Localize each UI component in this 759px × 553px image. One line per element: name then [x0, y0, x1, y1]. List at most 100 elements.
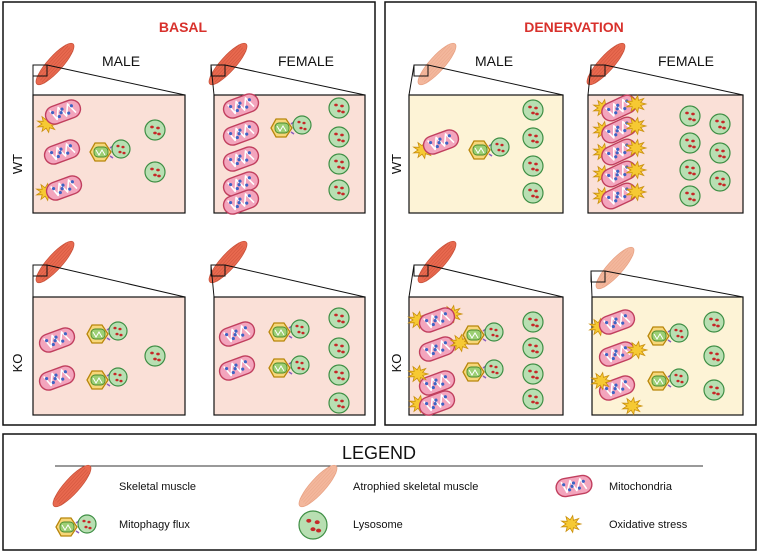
denervation-title: DENERVATION	[524, 19, 624, 35]
lysosome	[522, 363, 544, 385]
basal-wt-female-muscle	[208, 42, 248, 86]
legend-oxidative-stress-icon	[560, 514, 583, 534]
lysosome	[522, 99, 544, 121]
mitochondrion	[418, 307, 456, 333]
mitophagy-flux	[647, 323, 689, 346]
legend-atrophied-muscle-icon	[298, 464, 338, 508]
denervation-ko-label: KO	[389, 354, 404, 373]
lysosome	[679, 159, 701, 181]
legend-atrophied-muscle-label: Atrophied skeletal muscle	[353, 481, 478, 493]
lysosome	[709, 142, 731, 164]
basal-ko-female-muscle	[208, 240, 248, 284]
mitophagy-flux	[86, 367, 128, 390]
oxidative-stress-icon	[625, 138, 648, 158]
denervation-ko-male-muscle	[417, 240, 457, 284]
mitochondrion	[422, 129, 460, 155]
lysosome	[328, 126, 350, 148]
mitochondrion	[222, 189, 260, 215]
lysosome	[522, 337, 544, 359]
legend-skeletal-muscle-label: Skeletal muscle	[119, 481, 196, 493]
mitochondrion	[45, 175, 83, 201]
basal-wt-label: WT	[10, 154, 25, 174]
lysosome	[144, 119, 166, 141]
lysosome	[328, 307, 350, 329]
oxidative-stress-icon	[621, 396, 644, 416]
mitophagy-flux	[647, 368, 689, 391]
denervation-panel	[384, 1, 757, 426]
denervation-female-label: FEMALE	[658, 53, 714, 69]
mitochondrion	[218, 355, 256, 381]
mitochondrion	[418, 390, 456, 416]
mitochondrion	[418, 336, 456, 362]
lysosome	[679, 132, 701, 154]
lysosome	[709, 113, 731, 135]
oxidative-stress-icon	[625, 116, 648, 136]
mitophagy-flux	[268, 319, 310, 342]
legend-oxidative-stress-label: Oxidative stress	[609, 519, 688, 531]
basal-ko-male-muscle	[35, 240, 75, 284]
mitochondrion	[218, 321, 256, 347]
legend-title: LEGEND	[342, 443, 416, 463]
basal-title: BASAL	[159, 19, 208, 35]
lysosome	[144, 345, 166, 367]
oxidative-stress-icon	[625, 160, 648, 180]
lysosome	[703, 311, 725, 333]
mitochondrion	[222, 93, 260, 119]
mitochondrion	[44, 99, 82, 125]
lysosome	[679, 105, 701, 127]
lysosome	[679, 185, 701, 207]
mitophagy-flux	[462, 322, 504, 345]
lysosome	[703, 345, 725, 367]
mitophagy-flux	[86, 321, 128, 344]
basal-panel	[2, 1, 376, 426]
lysosome	[522, 127, 544, 149]
mitochondrion	[418, 370, 456, 396]
legend-skeletal-muscle-icon	[52, 464, 92, 508]
legend-mitophagy-flux-label: Mitophagy flux	[119, 519, 190, 531]
mitochondrion	[598, 309, 636, 335]
basal-ko-label: KO	[10, 354, 25, 373]
mitophagy-flux	[468, 137, 510, 160]
mitochondrion	[598, 341, 636, 367]
mitochondrion	[43, 139, 81, 165]
mitophagy-flux	[89, 139, 131, 162]
mitochondrion	[38, 365, 76, 391]
denervation-wt-label: WT	[389, 154, 404, 174]
mitochondrion	[38, 327, 76, 353]
lysosome	[328, 337, 350, 359]
denervation-ko-female-muscle	[595, 246, 635, 290]
lysosome	[144, 161, 166, 183]
lysosome	[703, 379, 725, 401]
mitochondrion	[222, 120, 260, 146]
mitophagy-flux	[270, 115, 312, 138]
legend-lysosome-label: Lysosome	[353, 519, 403, 531]
lysosome	[328, 97, 350, 119]
lysosome	[328, 179, 350, 201]
oxidative-stress-icon	[407, 364, 430, 384]
oxidative-stress-icon	[626, 340, 649, 360]
lysosome	[709, 170, 731, 192]
oxidative-stress-icon	[625, 182, 648, 202]
lysosome	[522, 155, 544, 177]
basal-wt-male-muscle	[35, 42, 75, 86]
basal-female-label: FEMALE	[278, 53, 334, 69]
lysosome	[522, 182, 544, 204]
legend-panel	[2, 433, 757, 551]
oxidative-stress-icon	[590, 371, 613, 391]
mitophagy-flux	[268, 355, 310, 378]
denervation-wt-male-muscle	[417, 42, 457, 86]
basal-male-label: MALE	[102, 53, 140, 69]
mitophagy-flux	[462, 359, 504, 382]
legend-lysosome-icon	[298, 510, 328, 540]
lysosome	[522, 388, 544, 410]
legend-mitophagy-flux-icon	[55, 514, 97, 537]
legend-mitochondria-icon	[555, 474, 593, 498]
oxidative-stress-icon	[625, 94, 648, 114]
mitochondrion	[222, 146, 260, 172]
denervation-male-label: MALE	[475, 53, 513, 69]
lysosome	[522, 311, 544, 333]
legend-mitochondria-label: Mitochondria	[609, 481, 673, 493]
lysosome	[328, 392, 350, 414]
lysosome	[328, 153, 350, 175]
